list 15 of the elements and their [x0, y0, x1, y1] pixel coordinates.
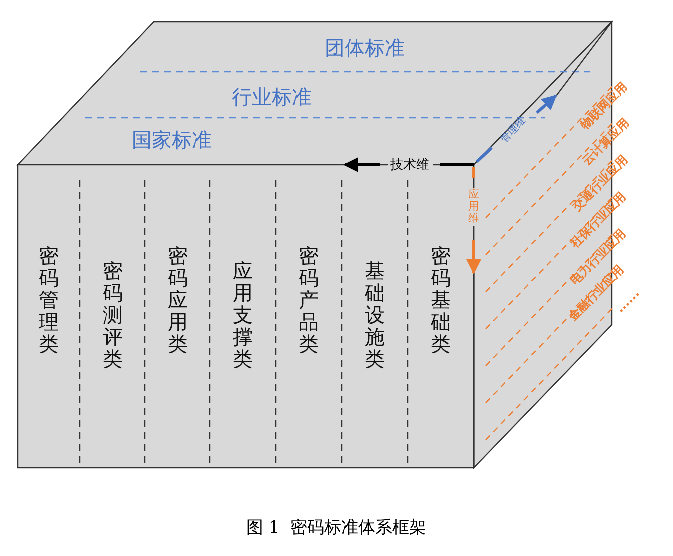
figure-caption: 图 1 密码标准体系框架 — [245, 520, 428, 537]
standard-level-label: 团体标准 — [325, 38, 405, 58]
category-column-label: 基础设施类 — [365, 260, 385, 370]
ellipsis-label: ...... — [614, 287, 642, 315]
category-column-label: 密码基础类 — [431, 245, 451, 355]
standard-level-label: 行业标准 — [232, 87, 312, 107]
axis-label: 技术维 — [388, 158, 432, 172]
category-column-label: 密码测评类 — [103, 260, 123, 370]
category-column-label: 密码产品类 — [299, 245, 319, 355]
axis-label: 应用维 — [466, 188, 482, 226]
standard-level-label: 国家标准 — [132, 130, 212, 150]
category-column-label: 应用支撑类 — [233, 260, 253, 370]
category-column-label: 密码管理类 — [39, 245, 59, 355]
category-column-label: 密码应用类 — [168, 245, 188, 355]
axis-label: 管理维 — [500, 116, 528, 146]
